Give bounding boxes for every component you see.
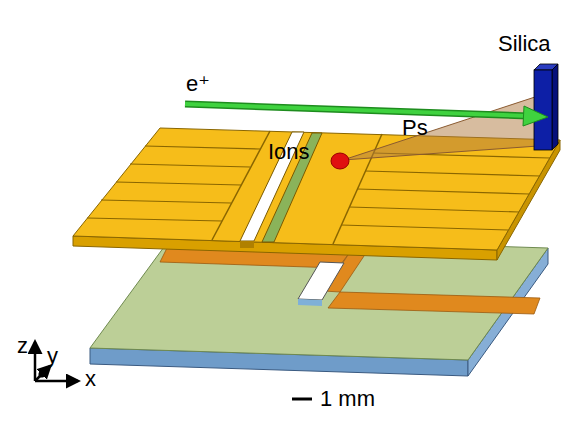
ion-cloud	[331, 153, 349, 169]
axis-label: y	[47, 344, 58, 368]
particle-label: e⁺	[186, 72, 210, 96]
axis-label: z	[17, 334, 28, 358]
positron-beam	[185, 104, 548, 126]
scale-label: 1 mm	[320, 387, 375, 411]
axis-label: x	[85, 367, 96, 391]
target-label: Silica	[498, 32, 551, 56]
silica-target	[534, 64, 558, 150]
positronium-cone	[343, 96, 538, 160]
particle-label: Ps	[402, 116, 428, 140]
scale-bar	[292, 398, 312, 401]
particle-label: Ions	[268, 140, 310, 164]
axes	[35, 342, 78, 381]
